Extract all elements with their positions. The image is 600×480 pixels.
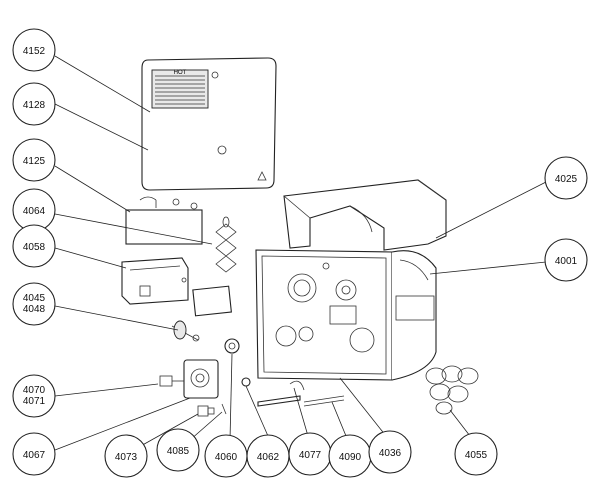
svg-text:4152: 4152 xyxy=(23,46,46,57)
svg-text:4073: 4073 xyxy=(115,452,138,463)
callout-4152: 4152 xyxy=(12,28,56,72)
spring-clips xyxy=(215,216,237,273)
tank-assembly xyxy=(255,249,437,381)
callout-4067: 4067 xyxy=(12,432,56,476)
svg-text:4060: 4060 xyxy=(215,452,238,463)
svg-text:4067: 4067 xyxy=(23,450,46,461)
svg-text:4077: 4077 xyxy=(299,450,322,461)
svg-text:4064: 4064 xyxy=(23,206,46,217)
callout-4001: 4001 xyxy=(544,238,588,282)
svg-text:4070: 4070 xyxy=(23,385,46,396)
callout-4073: 4073 xyxy=(104,434,148,478)
callout-4060: 4060 xyxy=(204,434,248,478)
fitting-4073 xyxy=(197,405,215,417)
callout-4058: 4058 xyxy=(12,224,56,268)
gas-valve xyxy=(159,359,219,399)
svg-text:4045: 4045 xyxy=(23,293,46,304)
callout-4062: 4062 xyxy=(246,434,290,478)
callout-4025: 4025 xyxy=(544,156,588,200)
grommet xyxy=(224,338,240,354)
svg-text:4125: 4125 xyxy=(23,156,46,167)
callout-4036: 4036 xyxy=(368,430,412,474)
leader-lines xyxy=(54,55,547,453)
exterior-door: HOT xyxy=(141,57,277,191)
svg-text:4036: 4036 xyxy=(379,448,402,459)
valve-knob xyxy=(171,320,200,342)
label-plate xyxy=(125,196,203,245)
screw-4085 xyxy=(221,403,227,415)
svg-text:4085: 4085 xyxy=(167,446,190,457)
svg-text:4055: 4055 xyxy=(465,450,488,461)
door-hot-label: HOT xyxy=(174,70,187,76)
callout-4070-4071: 4070 4071 xyxy=(12,374,56,418)
o-rings xyxy=(425,365,479,415)
callout-4077: 4077 xyxy=(288,432,332,476)
callout-4055: 4055 xyxy=(454,432,498,476)
svg-text:4025: 4025 xyxy=(555,174,578,185)
control-bracket xyxy=(121,257,232,317)
callout-4128: 4128 xyxy=(12,82,56,126)
svg-text:4071: 4071 xyxy=(23,396,46,407)
callout-4085: 4085 xyxy=(156,428,200,472)
svg-text:4062: 4062 xyxy=(257,452,280,463)
svg-text:4058: 4058 xyxy=(23,242,46,253)
svg-text:4001: 4001 xyxy=(555,256,578,267)
svg-text:4128: 4128 xyxy=(23,100,46,111)
pipe-assembly xyxy=(241,377,345,407)
callout-4090: 4090 xyxy=(328,434,372,478)
callout-4045-4048: 4045 4048 xyxy=(12,282,56,326)
callout-4125: 4125 xyxy=(12,138,56,182)
svg-text:4090: 4090 xyxy=(339,452,362,463)
insulation-cover xyxy=(283,179,447,251)
svg-text:4048: 4048 xyxy=(23,304,46,315)
